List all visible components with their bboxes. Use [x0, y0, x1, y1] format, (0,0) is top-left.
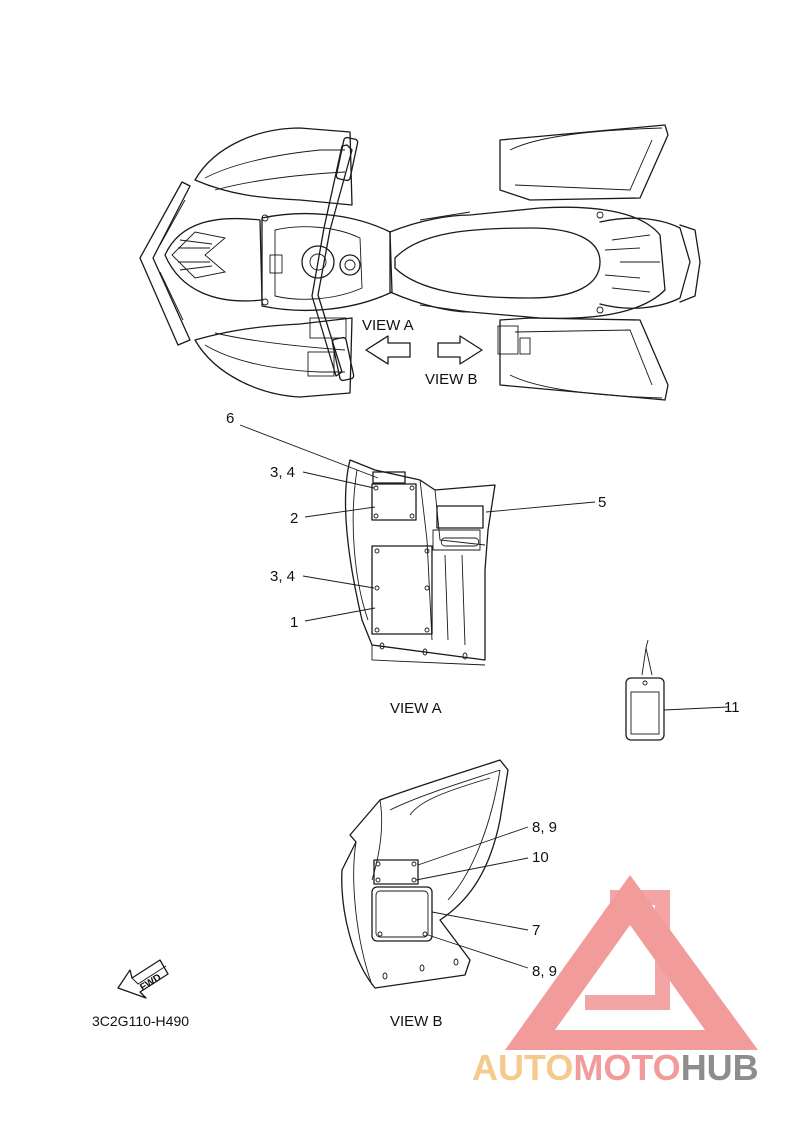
watermark-auto: AUTO: [472, 1047, 573, 1088]
callout-8-9-b: 8, 9: [532, 963, 557, 980]
hang-tag: 11: [625, 639, 740, 741]
callout-6: 6: [226, 410, 234, 427]
view-a-label-top: VIEW A: [362, 317, 414, 334]
atv-top-view: [139, 124, 701, 401]
diagram-code: 3C2G110-H490: [92, 1013, 189, 1029]
view-b-label-top: VIEW B: [425, 371, 478, 388]
callout-1: 1: [290, 614, 298, 631]
watermark-logo-icon: [505, 875, 758, 1050]
view-a-callouts: 6 3, 4 2 5 3, 4 1 VIEW A: [226, 410, 606, 717]
watermark-moto: MOTO: [573, 1047, 680, 1088]
automotohub-watermark: AUTOMOTOHUB: [472, 875, 759, 1088]
callout-3-4-b: 3, 4: [270, 568, 295, 585]
view-b-caption: VIEW B: [390, 1013, 443, 1030]
arrow-left-icon: [365, 335, 411, 365]
view-b-fender: [341, 759, 509, 989]
callout-11: 11: [724, 699, 740, 716]
view-b-callouts: 8, 9 10 7 8, 9 VIEW B: [390, 819, 557, 1030]
fwd-label: FWD: [138, 972, 163, 993]
svg-text:AUTOMOTOHUB: AUTOMOTOHUB: [472, 1047, 759, 1088]
callout-2: 2: [290, 510, 298, 527]
view-direction-arrows: VIEW A VIEW B: [362, 317, 483, 388]
view-a-caption: VIEW A: [390, 700, 442, 717]
fwd-indicator: FWD 3C2G110-H490: [92, 959, 189, 1029]
watermark-hub: HUB: [681, 1047, 759, 1088]
callout-10: 10: [532, 849, 549, 866]
callout-5: 5: [598, 494, 606, 511]
callout-7: 7: [532, 922, 540, 939]
callout-8-9-a: 8, 9: [532, 819, 557, 836]
callout-3-4-a: 3, 4: [270, 464, 295, 481]
view-a-fender: [344, 459, 496, 666]
arrow-right-icon: [437, 335, 483, 365]
